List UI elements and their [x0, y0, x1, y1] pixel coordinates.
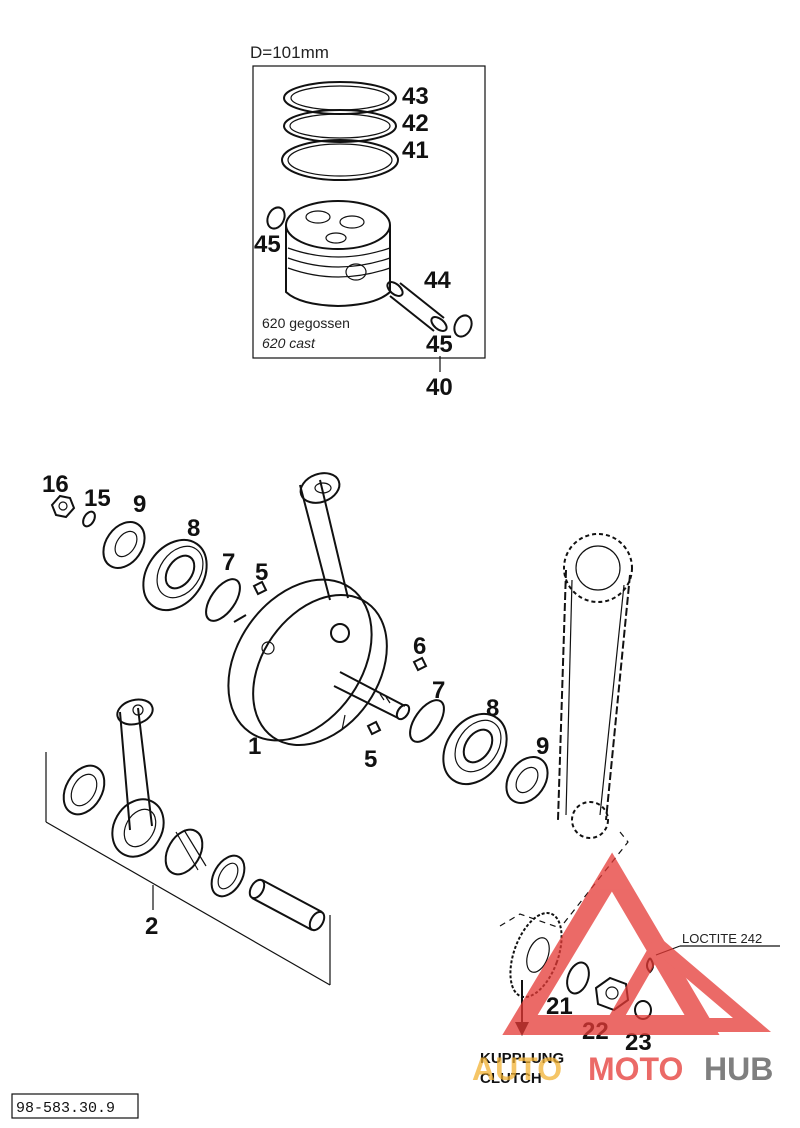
callout-45-top: 45: [254, 231, 281, 258]
piston: [285, 200, 391, 308]
loctite-label: LOCTITE 242: [682, 931, 762, 946]
woodruff-key-5-top: [252, 580, 268, 596]
reference-box: [11, 1093, 139, 1119]
callout-7-right: 7: [432, 677, 445, 704]
automotohub-watermark: AUTO MOTO HUB: [472, 852, 773, 1087]
seal-9-right: [505, 756, 549, 804]
callout-1: 1: [248, 733, 261, 760]
bearing-8-right: [442, 712, 508, 786]
callout-9-right: 9: [536, 733, 549, 760]
clutch-label-german: KUPPLUNG: [480, 1050, 564, 1067]
woodruff-key-6: [412, 656, 428, 672]
seal-9-left: [102, 521, 146, 569]
callout-5-bottom: 5: [364, 746, 377, 773]
bearing-8-left: [142, 538, 208, 612]
callout-2: 2: [145, 913, 158, 940]
watermark-hub: HUB: [704, 1051, 773, 1087]
circlip-45-top: [266, 206, 286, 230]
watermark-auto: AUTO: [472, 1051, 562, 1087]
piston-kit-frame: [252, 65, 486, 359]
callout-6: 6: [413, 633, 426, 660]
timing-chain: [557, 533, 633, 839]
shim-7-right: [409, 699, 445, 743]
piston-ring-42: [283, 109, 397, 143]
diameter-label: D=101mm: [250, 43, 329, 62]
nut-16: [50, 494, 76, 519]
piston-ring-41: [281, 139, 399, 181]
callout-16: 16: [42, 471, 69, 498]
callout-7-left: 7: [222, 549, 235, 576]
woodruff-key-5-bottom: [366, 720, 382, 736]
crankshaft-1: [227, 472, 411, 746]
piston-note-english: 620 cast: [262, 335, 316, 351]
callout-41: 41: [402, 137, 429, 164]
circlip-45-bottom: [453, 314, 473, 338]
callout-44: 44: [424, 267, 451, 294]
shim-7-left: [205, 578, 241, 622]
callout-8-right: 8: [486, 695, 499, 722]
piston-note-german: 620 gegossen: [262, 315, 350, 331]
connecting-rod-assembly-2: [45, 698, 331, 986]
callout-40: 40: [426, 374, 453, 401]
callout-43: 43: [402, 83, 429, 110]
callout-15: 15: [84, 485, 111, 512]
callout-5-top: 5: [255, 559, 268, 586]
reference-number: 98-583.30.9: [16, 1100, 115, 1117]
washer-15: [82, 510, 96, 528]
callout-45-bottom: 45: [426, 331, 453, 358]
callout-42: 42: [402, 110, 429, 137]
piston-pin-44: [386, 281, 448, 332]
clutch-label-english: CLUTCH: [480, 1070, 542, 1087]
callout-8-left: 8: [187, 515, 200, 542]
watermark-moto: MOTO: [588, 1051, 683, 1087]
callout-9-left: 9: [133, 491, 146, 518]
